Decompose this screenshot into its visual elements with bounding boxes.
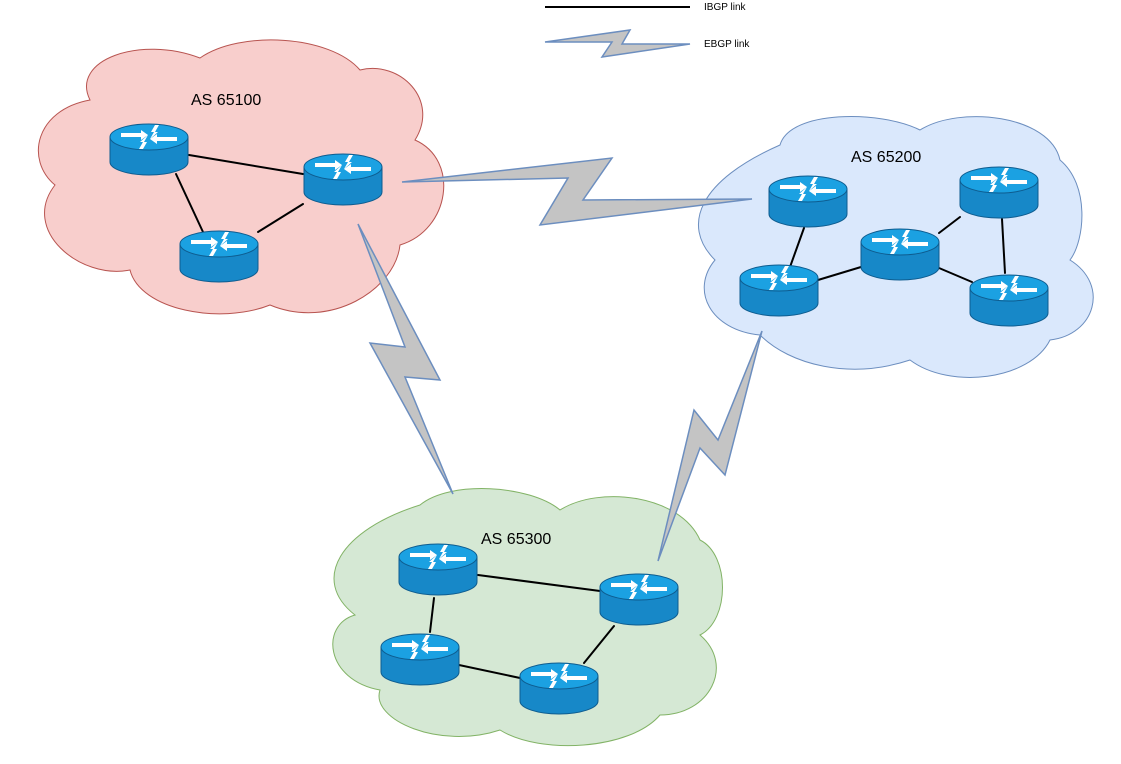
ibgp-link-r3d-r3b — [583, 625, 615, 664]
ibgp-link-r2c-r2d — [938, 216, 961, 234]
legend-ebgp-swatch — [544, 29, 691, 58]
router-icon — [398, 543, 478, 596]
ibgp-link-r1b-r1c — [257, 203, 304, 233]
ibgp-link-r2c-r2e — [938, 267, 973, 283]
router-icon — [599, 573, 679, 626]
ibgp-link-r3a-r3c — [429, 597, 435, 633]
as-65100-label: AS 65100 — [191, 92, 261, 109]
as-65100-cloud — [37, 39, 445, 315]
router-icon — [959, 166, 1039, 219]
router-icon — [380, 633, 460, 686]
ebgp-link-as65100-as65200 — [401, 157, 753, 226]
ibgp-link-r2d-r2e — [1001, 218, 1006, 274]
ebgp-link-as65100-as65300 — [357, 223, 454, 495]
ibgp-link-r1a-r1b — [188, 154, 304, 175]
ibgp-link-r1a-r1c — [175, 173, 204, 233]
ibgp-link-r3a-r3b — [477, 574, 601, 592]
router-icon — [519, 662, 599, 715]
ibgp-link-r3c-r3d — [458, 664, 521, 679]
legend-ibgp-label: IBGP link — [704, 2, 746, 13]
ibgp-links — [175, 154, 1006, 679]
router-icon — [109, 123, 189, 176]
ibgp-link-r2a-r2b — [789, 227, 805, 268]
as-65300-label: AS 65300 — [481, 531, 551, 548]
ibgp-link-r2b-r2c — [817, 266, 862, 281]
ebgp-link-as65200-as65300 — [657, 330, 763, 562]
as-65200-label: AS 65200 — [851, 149, 921, 166]
router-icon — [179, 230, 259, 283]
router-icon — [739, 264, 819, 317]
legend: IBGP link EBGP link — [544, 2, 750, 58]
router-icon — [303, 153, 383, 206]
router-icon — [969, 274, 1049, 327]
router-icon — [768, 175, 848, 228]
legend-ebgp-label: EBGP link — [704, 39, 750, 50]
router-icon — [860, 228, 940, 281]
